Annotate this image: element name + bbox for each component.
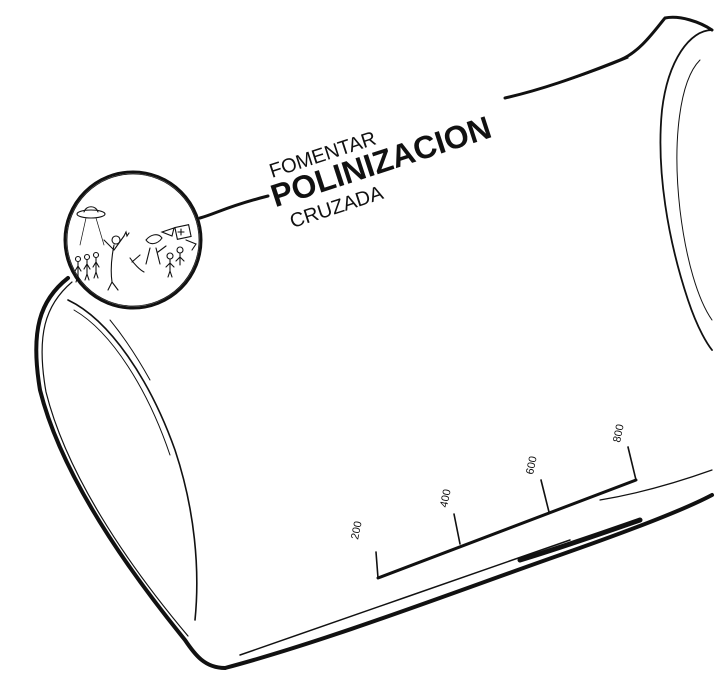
tick-label-400: 400 bbox=[438, 488, 454, 508]
tube-outline bbox=[34, 15, 714, 670]
tick-label-200: 200 bbox=[349, 520, 365, 540]
tick-label-800: 800 bbox=[611, 423, 627, 443]
illustration-circle bbox=[63, 170, 203, 310]
measurement-scale bbox=[375, 446, 638, 580]
tick-label-600: 600 bbox=[524, 455, 540, 475]
scale-tick-labels: 200 400 600 800 bbox=[349, 423, 627, 540]
ufo-abduction-people-illustration bbox=[74, 206, 197, 291]
title-block: FOMENTAR POLINIZACION CRUZADA bbox=[266, 109, 495, 233]
